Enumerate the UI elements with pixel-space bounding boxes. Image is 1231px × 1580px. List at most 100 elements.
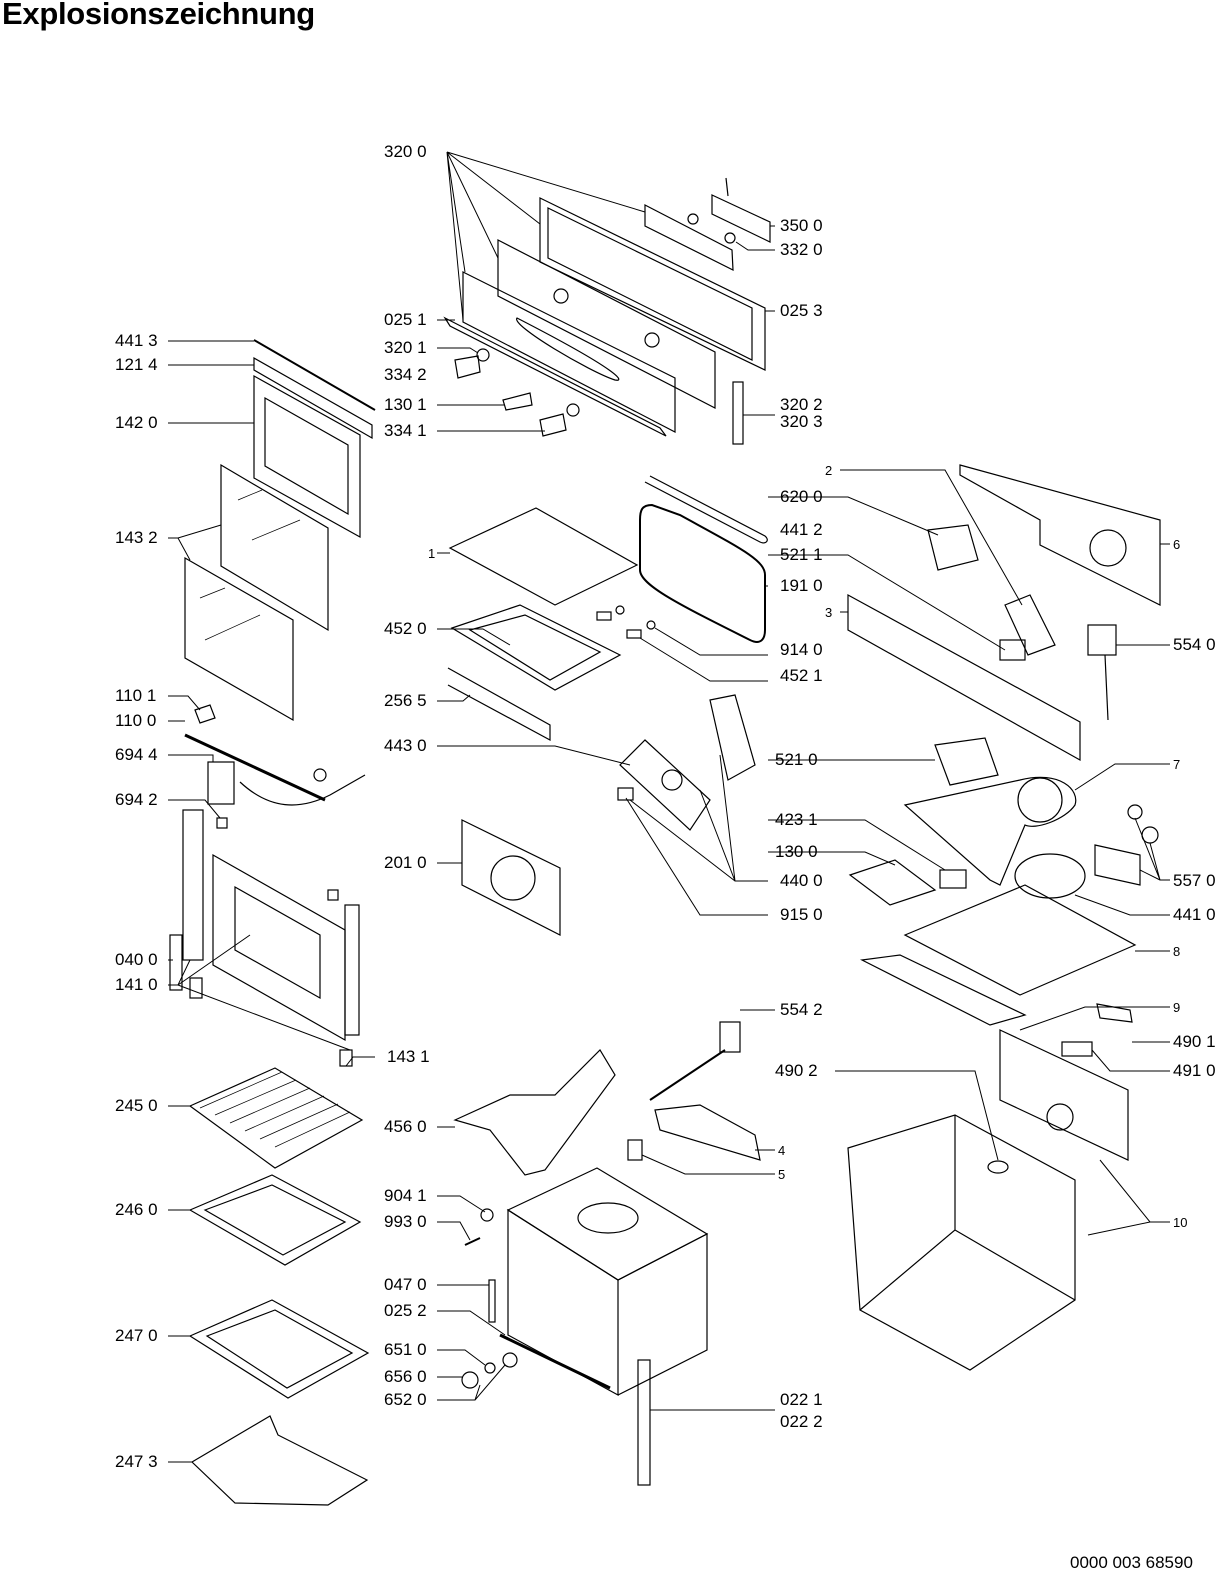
callout-110-1: 110 1 [115, 686, 157, 705]
leader-2 [840, 469, 1023, 606]
leader-521-1 [768, 554, 1006, 651]
callout-7: 7 [1173, 757, 1181, 772]
callout-441-3: 441 3 [115, 331, 158, 350]
callout-256-5: 256 5 [384, 691, 427, 710]
leader-652-0 [437, 1364, 506, 1401]
cavity-front-frame [507, 1208, 619, 1397]
switch-423-1 [939, 869, 967, 889]
callout-320-2: 320 2 [780, 395, 823, 414]
knob-ring-320-1 [476, 348, 490, 362]
callout-047-0: 047 0 [384, 1275, 427, 1294]
callout-452-0: 452 0 [384, 619, 427, 638]
rack-bars [199, 1071, 351, 1148]
knob-656-0 [461, 1371, 479, 1389]
leader-256-5 [437, 694, 471, 702]
leader-993-0 [437, 1221, 471, 1241]
leader-490-2 [835, 1070, 999, 1161]
knob-hole-right [644, 332, 660, 348]
door-part-disc [313, 768, 327, 782]
reflector-256-5 [447, 667, 551, 742]
grill-element-inner [468, 614, 602, 681]
display-window [516, 317, 620, 381]
tray-247-0 [188, 1299, 370, 1399]
callout-201-0: 201 0 [384, 853, 427, 872]
frame-bar-3 [847, 593, 1081, 762]
knob-hole-left [553, 288, 569, 304]
oven-door-gasket-191-0 [639, 503, 766, 643]
callout-914-0: 914 0 [780, 640, 823, 659]
leader-452-1 [639, 637, 768, 682]
leader-025-2 [437, 1310, 506, 1336]
page-title: Explosionszeichnung [2, 0, 315, 31]
leader-491-0 [1091, 1049, 1170, 1072]
callout-694-2: 694 2 [115, 790, 158, 809]
callout-320-1: 320 1 [384, 338, 427, 357]
callout-554-0: 554 0 [1173, 635, 1216, 654]
leader-320-0 [446, 151, 646, 321]
callout-441-2: 441 2 [780, 520, 823, 539]
callout-656-0: 656 0 [384, 1367, 427, 1386]
control-board-350 [711, 194, 771, 243]
hinge-plate-110-1 [194, 704, 216, 724]
housing-10 [847, 1114, 1076, 1371]
knob-ring [566, 403, 580, 417]
cover-plate-1 [448, 507, 639, 606]
panel-frame-inner [547, 207, 753, 361]
leader-423-1 [768, 819, 946, 871]
callout-557-0: 557 0 [1173, 871, 1216, 890]
fan-motor-440-0 [709, 694, 756, 781]
fan-cover-201-0 [461, 819, 561, 936]
accessories-group [188, 1067, 370, 1506]
callout-993-0: 993 0 [384, 1212, 427, 1231]
wire-rack-245-0 [188, 1067, 364, 1169]
clip-right [327, 889, 339, 901]
timer-module-694-4 [207, 761, 235, 805]
callout-521-1: 521 1 [780, 545, 823, 564]
callout-521-0: 521 0 [775, 750, 818, 769]
module-521-1 [999, 639, 1026, 661]
door-outer-panel-142 [253, 374, 361, 539]
wire-support-247-3 [191, 1415, 369, 1506]
door-side-frame-left [182, 809, 204, 961]
nut-914-0-a [615, 605, 625, 615]
door-inner-panel [212, 853, 346, 1042]
side-trim-320-2 [732, 381, 744, 445]
switch-knob-b [724, 232, 736, 244]
gasket-rod-441-2 [644, 475, 768, 544]
leader-9 [1019, 1006, 1170, 1031]
lamp-5 [627, 1139, 643, 1161]
duct-7 [903, 776, 1077, 886]
spindle-651-0 [484, 1362, 496, 1374]
callout-143-2: 143 2 [115, 528, 158, 547]
callout-1: 1 [428, 546, 436, 561]
panel-frame [539, 197, 766, 371]
duct-7-ring [1017, 777, 1063, 823]
callout-490-1: 490 1 [1173, 1032, 1216, 1051]
grill-element-452-0 [450, 604, 622, 691]
cooling-fan-441-0 [1014, 853, 1086, 899]
leader-lines [168, 151, 1170, 1463]
clip-694-2 [216, 817, 228, 829]
callout-022-2: 022 2 [780, 1412, 823, 1431]
leader-320-1 [437, 347, 479, 354]
cavity-top [506, 1167, 709, 1281]
control-panel-group [443, 177, 771, 445]
bracket-557-0 [1094, 844, 1141, 886]
bracket-130-1 [502, 392, 533, 411]
callout-246-0: 246 0 [115, 1200, 158, 1219]
callout-652-0: 652 0 [384, 1390, 427, 1409]
callout-022-1: 022 1 [780, 1390, 823, 1409]
connector-490-1 [1096, 1003, 1133, 1023]
leader-452-0 [437, 628, 511, 646]
tray-247-0-inner [205, 1309, 354, 1389]
callout-491-0: 491 0 [1173, 1061, 1216, 1080]
terminal-491-0 [1061, 1041, 1093, 1057]
callout-651-0: 651 0 [384, 1340, 427, 1359]
clip-143-1 [339, 1049, 353, 1067]
fan-cover-grille [490, 855, 536, 901]
rear-panel-fan [1089, 529, 1127, 567]
back-panel-opening [1046, 1103, 1074, 1131]
callout-334-2: 334 2 [384, 365, 427, 384]
leader-7 [1074, 763, 1170, 791]
